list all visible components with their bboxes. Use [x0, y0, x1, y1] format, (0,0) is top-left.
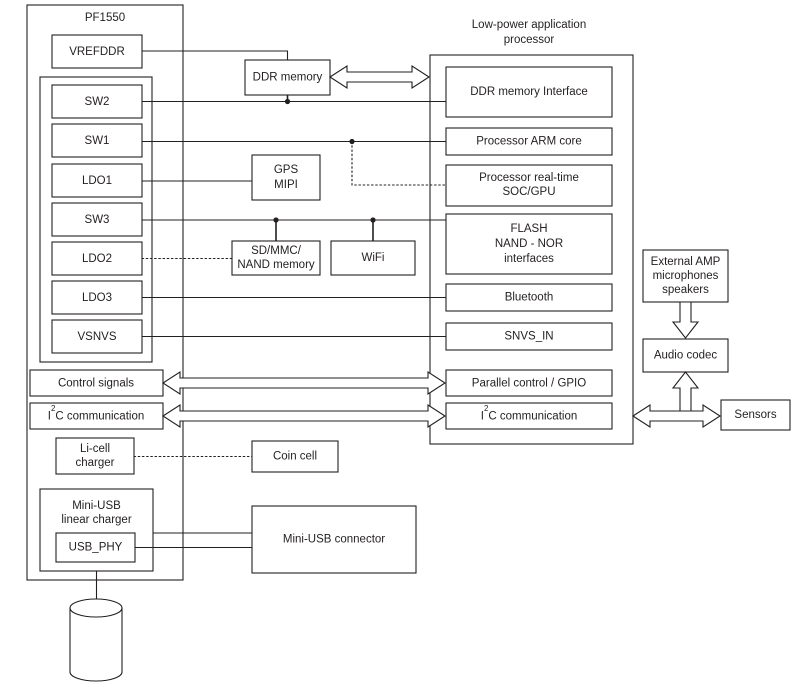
i2c-pmic-post: C communication — [55, 411, 144, 423]
wire-vrefddr-to-ddr-memory — [142, 50, 289, 60]
battery-top-ellipse — [69, 598, 123, 618]
block-ldo1[interactable] — [51, 163, 143, 198]
junction-dot-sw3-sdmmc — [273, 217, 279, 223]
block-sd-mmc-nand-memory-label-line2: NAND memory — [237, 259, 315, 271]
block-audio-codec[interactable] — [642, 338, 729, 373]
i2c-pmic-sup: 2 — [51, 404, 56, 413]
block-bluetooth-label: Bluetooth — [505, 292, 554, 304]
block-sd-mmc-nand-memory[interactable] — [231, 240, 321, 276]
block-mini-usb-connector[interactable] — [251, 505, 417, 574]
processor-container — [429, 54, 634, 445]
block-gps-mipi[interactable] — [251, 154, 321, 201]
block-sw2-label: SW2 — [85, 96, 110, 108]
processor-title-line1: Low-power application — [472, 19, 586, 31]
block-li-cell-charger[interactable] — [55, 437, 135, 475]
block-vrefddr[interactable] — [51, 34, 143, 69]
processor-title-line2: processor — [504, 34, 555, 46]
block-control-signals-label: Control signals — [58, 378, 134, 390]
block-gps-mipi-label-line1: GPS — [274, 164, 299, 176]
block-processor-arm-core-label: Processor ARM core — [476, 136, 581, 148]
i2c-proc-sup: 2 — [484, 404, 489, 413]
block-external-amp-label-line1: External AMP — [651, 256, 721, 268]
block-i2c-communication-pmic[interactable] — [29, 402, 164, 430]
block-external-amp-label-line3: speakers — [662, 284, 709, 296]
block-ddr-memory-interface[interactable] — [445, 66, 613, 118]
block-ldo1-label: LDO1 — [82, 175, 112, 187]
arrow-ddr-memory-to-ddr-interface — [328, 64, 431, 90]
block-vsnvs-label: VSNVS — [78, 331, 117, 343]
arrow-i2c-pmic-to-i2c-proc — [161, 403, 447, 429]
block-gps-mipi-label-line2: MIPI — [274, 179, 298, 191]
block-ldo2-label: LDO2 — [82, 253, 112, 265]
i2c-proc-post: C communication — [488, 411, 577, 423]
junction-dot-sw3-wifi — [370, 217, 376, 223]
block-processor-realtime[interactable] — [445, 164, 613, 207]
block-sd-mmc-nand-memory-label-line1: SD/MMC/ — [251, 245, 302, 257]
block-wifi[interactable] — [330, 240, 416, 276]
block-external-amp-label-line2: microphones — [653, 270, 719, 282]
block-mini-usb-connector-label: Mini-USB connector — [283, 534, 385, 546]
block-ldo2[interactable] — [51, 241, 143, 276]
block-li-cell-charger-label-line2: charger — [76, 457, 115, 469]
junction-dot-sw2-ddr — [284, 98, 291, 105]
block-sw2[interactable] — [51, 84, 143, 119]
block-flash-nand-nor[interactable] — [445, 213, 613, 275]
block-usb-phy[interactable] — [55, 532, 136, 563]
block-ldo3-label: LDO3 — [82, 292, 112, 304]
block-vrefddr-label: VREFDDR — [69, 46, 125, 58]
arrow-bus-to-audio-codec — [671, 371, 700, 417]
block-snvs-in-label: SNVS_IN — [504, 331, 553, 343]
block-i2c-communication-proc-label: I2C communication — [481, 404, 578, 423]
block-ldo3[interactable] — [51, 280, 143, 315]
arrow-i2c-to-sensors — [631, 403, 722, 429]
block-mini-usb-linear-charger-label-line2: linear charger — [61, 514, 131, 526]
block-coin-cell-label: Coin cell — [273, 451, 317, 463]
block-sensors[interactable] — [720, 399, 791, 431]
block-sw3-label: SW3 — [85, 214, 110, 226]
block-flash-nand-nor-label-line1: FLASH — [510, 223, 547, 235]
block-mini-usb-linear-charger-label-line1: Mini-USB — [72, 500, 121, 512]
arrow-control-signals-to-gpio — [161, 370, 447, 396]
i2c-pmic-pre: I — [48, 411, 51, 423]
battery-body — [69, 608, 123, 682]
block-sw1-label: SW1 — [85, 135, 110, 147]
block-flash-nand-nor-label-line3: interfaces — [504, 253, 554, 265]
block-wifi-label: WiFi — [362, 252, 385, 264]
block-external-amp[interactable] — [642, 249, 729, 303]
block-sw1[interactable] — [51, 123, 143, 158]
junction-dot-sw1-realtime — [349, 138, 355, 145]
block-parallel-control-gpio-label: Parallel control / GPIO — [472, 378, 586, 390]
pf1550-title: PF1550 — [85, 12, 125, 24]
pf1550-container — [26, 4, 184, 581]
block-ddr-memory-interface-label: DDR memory Interface — [470, 86, 588, 98]
wire-dotted-sw1-to-realtime — [351, 140, 447, 186]
i2c-proc-pre: I — [481, 411, 484, 423]
block-flash-nand-nor-label-line2: NAND - NOR — [495, 238, 563, 250]
block-sensors-label: Sensors — [734, 409, 776, 421]
block-audio-codec-label: Audio codec — [654, 350, 718, 362]
block-usb-phy-label: USB_PHY — [69, 542, 123, 554]
block-sw3[interactable] — [51, 202, 143, 237]
arrow-external-amp-to-audio-codec — [671, 301, 700, 339]
block-bluetooth[interactable] — [445, 283, 613, 312]
block-processor-realtime-label-line2: SOC/GPU — [502, 186, 555, 198]
block-i2c-communication-pmic-label: I2C communication — [48, 404, 145, 423]
block-processor-realtime-label-line1: Processor real-time — [479, 172, 579, 184]
block-li-cell-charger-label-line1: Li-cell — [80, 443, 110, 455]
block-ddr-memory-label: DDR memory — [253, 72, 323, 84]
